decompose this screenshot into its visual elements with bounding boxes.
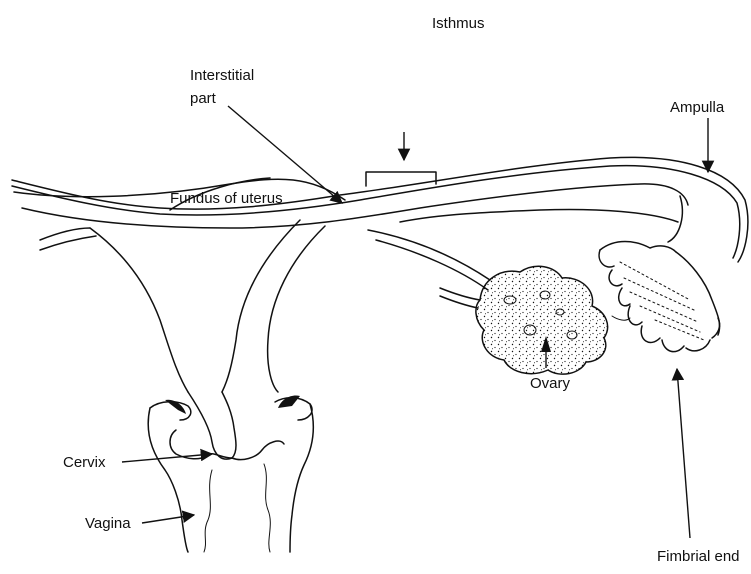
- cervix-shape: [148, 396, 313, 553]
- fimbrial-label: Fimbrial end: [657, 548, 740, 565]
- fimbrial-arrow: [677, 369, 690, 538]
- vagina-arrow: [142, 515, 194, 523]
- vagina-label: Vagina: [85, 515, 131, 532]
- isthmus-label: Isthmus: [432, 15, 485, 32]
- cervix-label: Cervix: [63, 454, 106, 471]
- ampulla-label: Ampulla: [670, 99, 725, 116]
- ovary-shape: [476, 266, 608, 374]
- interstitial-label-line2: part: [190, 90, 217, 107]
- uterus-outline: [12, 157, 748, 262]
- isthmus-bracket: [366, 172, 436, 186]
- interstitial-label-line1: Interstitial: [190, 67, 254, 84]
- fimbriae-shape: [599, 242, 720, 352]
- interstitial-arrow: [228, 106, 342, 203]
- fundus-label: Fundus of uterus: [170, 190, 283, 207]
- ovary-label: Ovary: [530, 375, 571, 392]
